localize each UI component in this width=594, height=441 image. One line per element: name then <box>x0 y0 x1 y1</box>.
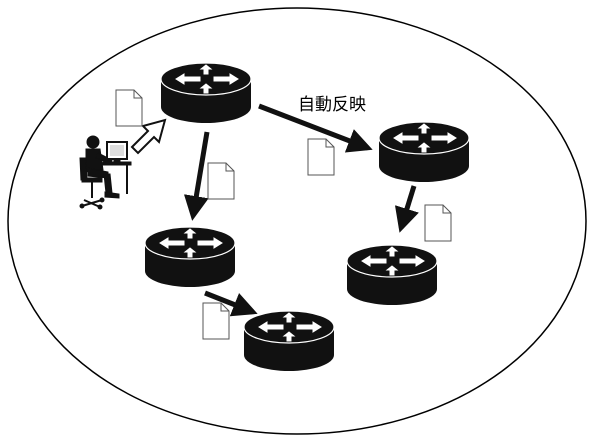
flow-arrows <box>183 103 419 317</box>
router-right-bottom-icon <box>346 244 438 306</box>
config-document-icon <box>115 89 143 127</box>
network-boundary <box>7 7 587 435</box>
router-left-icon <box>144 226 236 288</box>
flow-arrow-left-to-bottom <box>204 290 258 317</box>
flow-arrow-right-to-right-bottom <box>394 185 419 233</box>
auto-reflect-label: 自動反映 <box>298 95 366 115</box>
config-document-icon <box>307 138 335 176</box>
flow-arrow-top-to-right <box>258 103 373 153</box>
flow-arrow-top-to-left <box>183 131 210 221</box>
hollow-arrow-operator-to-router <box>130 118 167 155</box>
config-document-icon <box>202 302 230 340</box>
router-bottom-icon <box>243 310 335 372</box>
router-right-icon <box>378 121 470 183</box>
config-document-icon <box>424 204 452 242</box>
router-top-icon <box>160 62 252 124</box>
admin-at-computer-icon <box>79 135 132 210</box>
config-document-icon <box>207 162 235 200</box>
